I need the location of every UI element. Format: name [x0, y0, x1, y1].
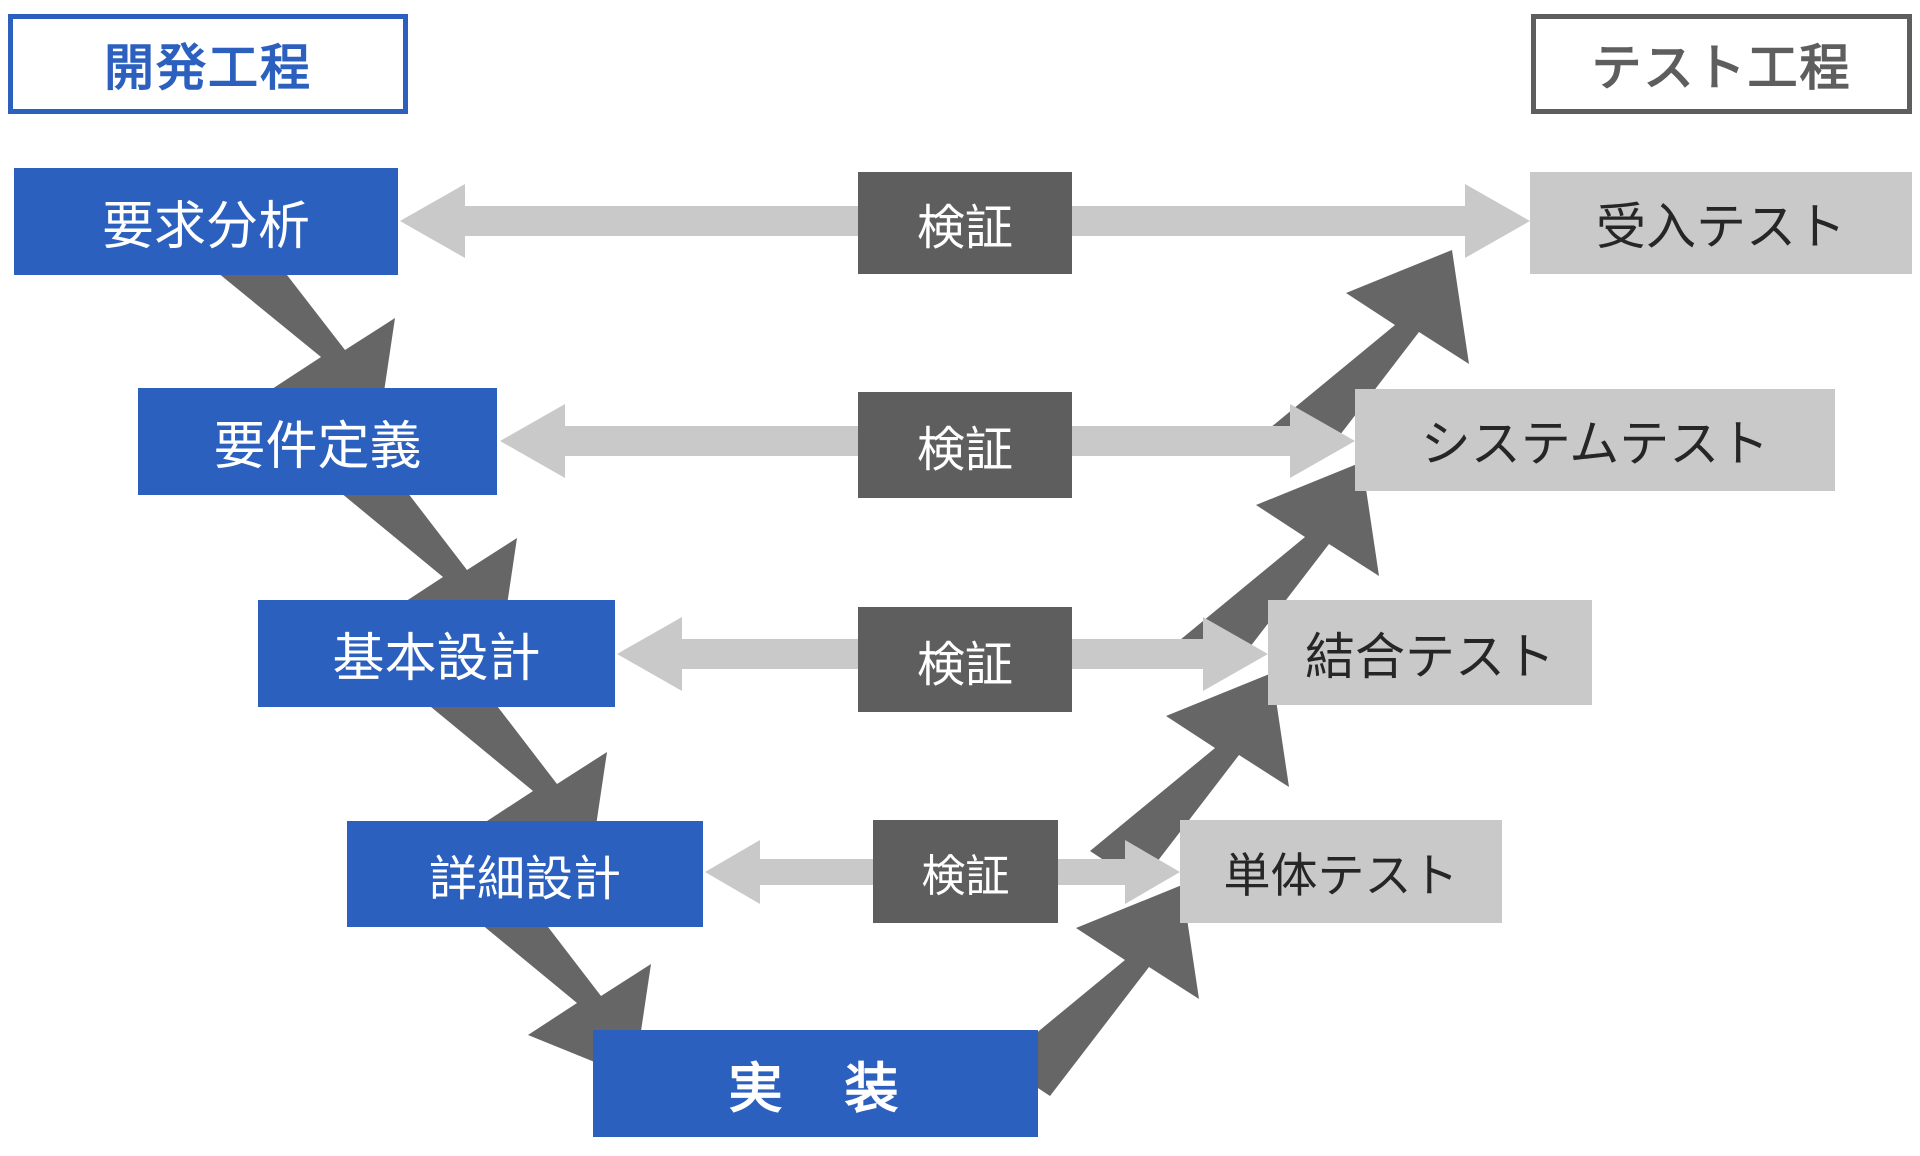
verification-label-2: 検証	[916, 424, 1013, 477]
test-phase-label-3: 結合テスト	[1305, 628, 1555, 685]
dev-phase-box-4[interactable]: 詳細設計	[347, 821, 703, 927]
legend-development-label: 開発工程	[104, 40, 312, 96]
dev-phase-label-2: 要件定義	[213, 418, 422, 476]
test-phase-box-3[interactable]: 結合テスト	[1268, 600, 1592, 705]
implementation-label: 実 装	[728, 1059, 903, 1119]
arrow-up-unit-to-integration-test	[1090, 673, 1289, 884]
verification-box-3[interactable]: 検証	[858, 607, 1072, 712]
test-phase-box-2[interactable]: システムテスト	[1355, 389, 1835, 491]
arrow-up-system-to-acceptance-test	[1270, 250, 1469, 461]
arrow-left-row-1	[400, 184, 1060, 258]
dev-phase-label-4: 詳細設計	[428, 853, 621, 906]
verification-label-1: 検証	[916, 202, 1013, 255]
test-phase-box-4[interactable]: 単体テスト	[1180, 820, 1502, 923]
arrow-left-row-3	[617, 617, 1060, 691]
dev-phase-box-2[interactable]: 要件定義	[138, 388, 497, 495]
legend-development: 開発工程	[8, 14, 408, 114]
verification-box-1[interactable]: 検証	[858, 172, 1072, 274]
arrow-down-basic-to-detail-design	[408, 655, 607, 866]
verification-box-4[interactable]: 検証	[873, 820, 1058, 923]
legend-test: テスト工程	[1531, 14, 1912, 114]
dev-phase-label-3: 基本設計	[332, 630, 541, 688]
arrow-right-row-2	[1060, 404, 1355, 478]
test-phase-box-1[interactable]: 受入テスト	[1530, 172, 1912, 274]
legend-test-label: テスト工程	[1591, 40, 1852, 96]
verification-box-2[interactable]: 検証	[858, 392, 1072, 498]
arrow-right-row-1	[1060, 184, 1530, 258]
verification-label-3: 検証	[916, 638, 1013, 692]
test-phase-label-4: 単体テスト	[1223, 849, 1459, 902]
arrow-left-row-4	[705, 840, 960, 904]
dev-phase-box-3[interactable]: 基本設計	[258, 600, 615, 707]
dev-phase-box-1[interactable]: 要求分析	[14, 168, 398, 275]
verification-label-4: 検証	[921, 851, 1010, 901]
dev-phase-label-1: 要求分析	[101, 198, 310, 256]
arrow-up-implementation-to-unit-test	[1000, 885, 1199, 1096]
test-phase-label-2: システムテスト	[1420, 416, 1770, 472]
arrow-left-row-2	[500, 404, 1060, 478]
test-phase-label-1: 受入テスト	[1596, 199, 1846, 255]
implementation-box[interactable]: 実 装	[593, 1030, 1038, 1137]
arrow-right-row-3	[1060, 617, 1268, 691]
arrow-up-integration-to-system-test	[1180, 462, 1379, 673]
